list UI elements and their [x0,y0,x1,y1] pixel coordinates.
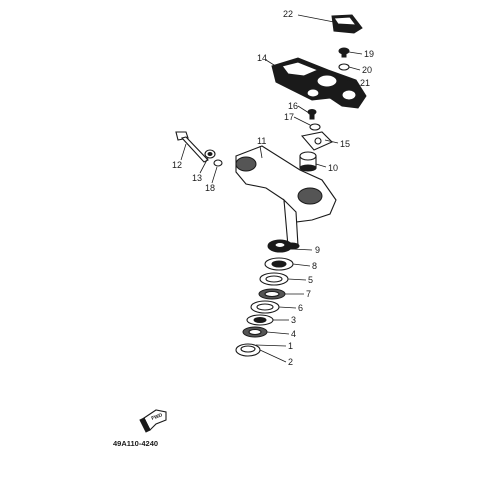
part-20-washer [338,63,350,71]
part-22-emblem [331,14,363,34]
callout-15: 15 [340,139,350,149]
part-10-stem-nut [299,151,317,172]
callout-14: 14 [257,53,267,63]
callout-12: 12 [172,160,182,170]
callout-1: 1 [288,341,293,351]
callout-13: 13 [192,173,202,183]
callout-20: 20 [362,65,372,75]
part-13-washer [204,149,216,159]
part-2-dust-seal [235,343,261,357]
callout-2: 2 [288,357,293,367]
callout-8: 8 [312,261,317,271]
part-17-washer [309,123,321,131]
part-7-ball-bearing [258,288,286,300]
leader-lines [180,14,363,363]
part-3-bearing-race [246,314,274,326]
callout-3: 3 [291,315,296,325]
part-15-clamp [300,131,333,151]
part-18-washer [213,159,223,167]
callout-10: 10 [328,163,338,173]
callout-11: 11 [257,136,266,146]
part-9-ring-nut [267,239,293,253]
part-11-under-bracket [235,145,337,250]
front-arrow-icon: FWD [139,409,167,433]
callout-22: 22 [283,9,293,19]
callout-16: 16 [288,101,298,111]
part-6-bearing-race [250,300,280,314]
part-12-bolt [175,131,209,163]
part-5-bearing-race [259,272,289,286]
part-16-bolt [307,109,317,120]
part-4-ball-bearing [242,326,268,338]
part-14-upper-bracket [271,57,367,109]
callout-19: 19 [364,49,374,59]
callout-17: 17 [284,112,294,122]
part-8-washer [264,257,294,271]
callout-18: 18 [205,183,215,193]
callout-9: 9 [315,245,320,255]
callout-21: 21 [360,78,370,88]
callout-7: 7 [306,289,311,299]
callout-6: 6 [298,303,303,313]
diagram-code: 49A110-4240 [113,439,158,448]
part-19-bolt [338,47,350,58]
front-mark-label: FWD [151,412,164,422]
callout-4: 4 [291,329,296,339]
callout-5: 5 [308,275,313,285]
